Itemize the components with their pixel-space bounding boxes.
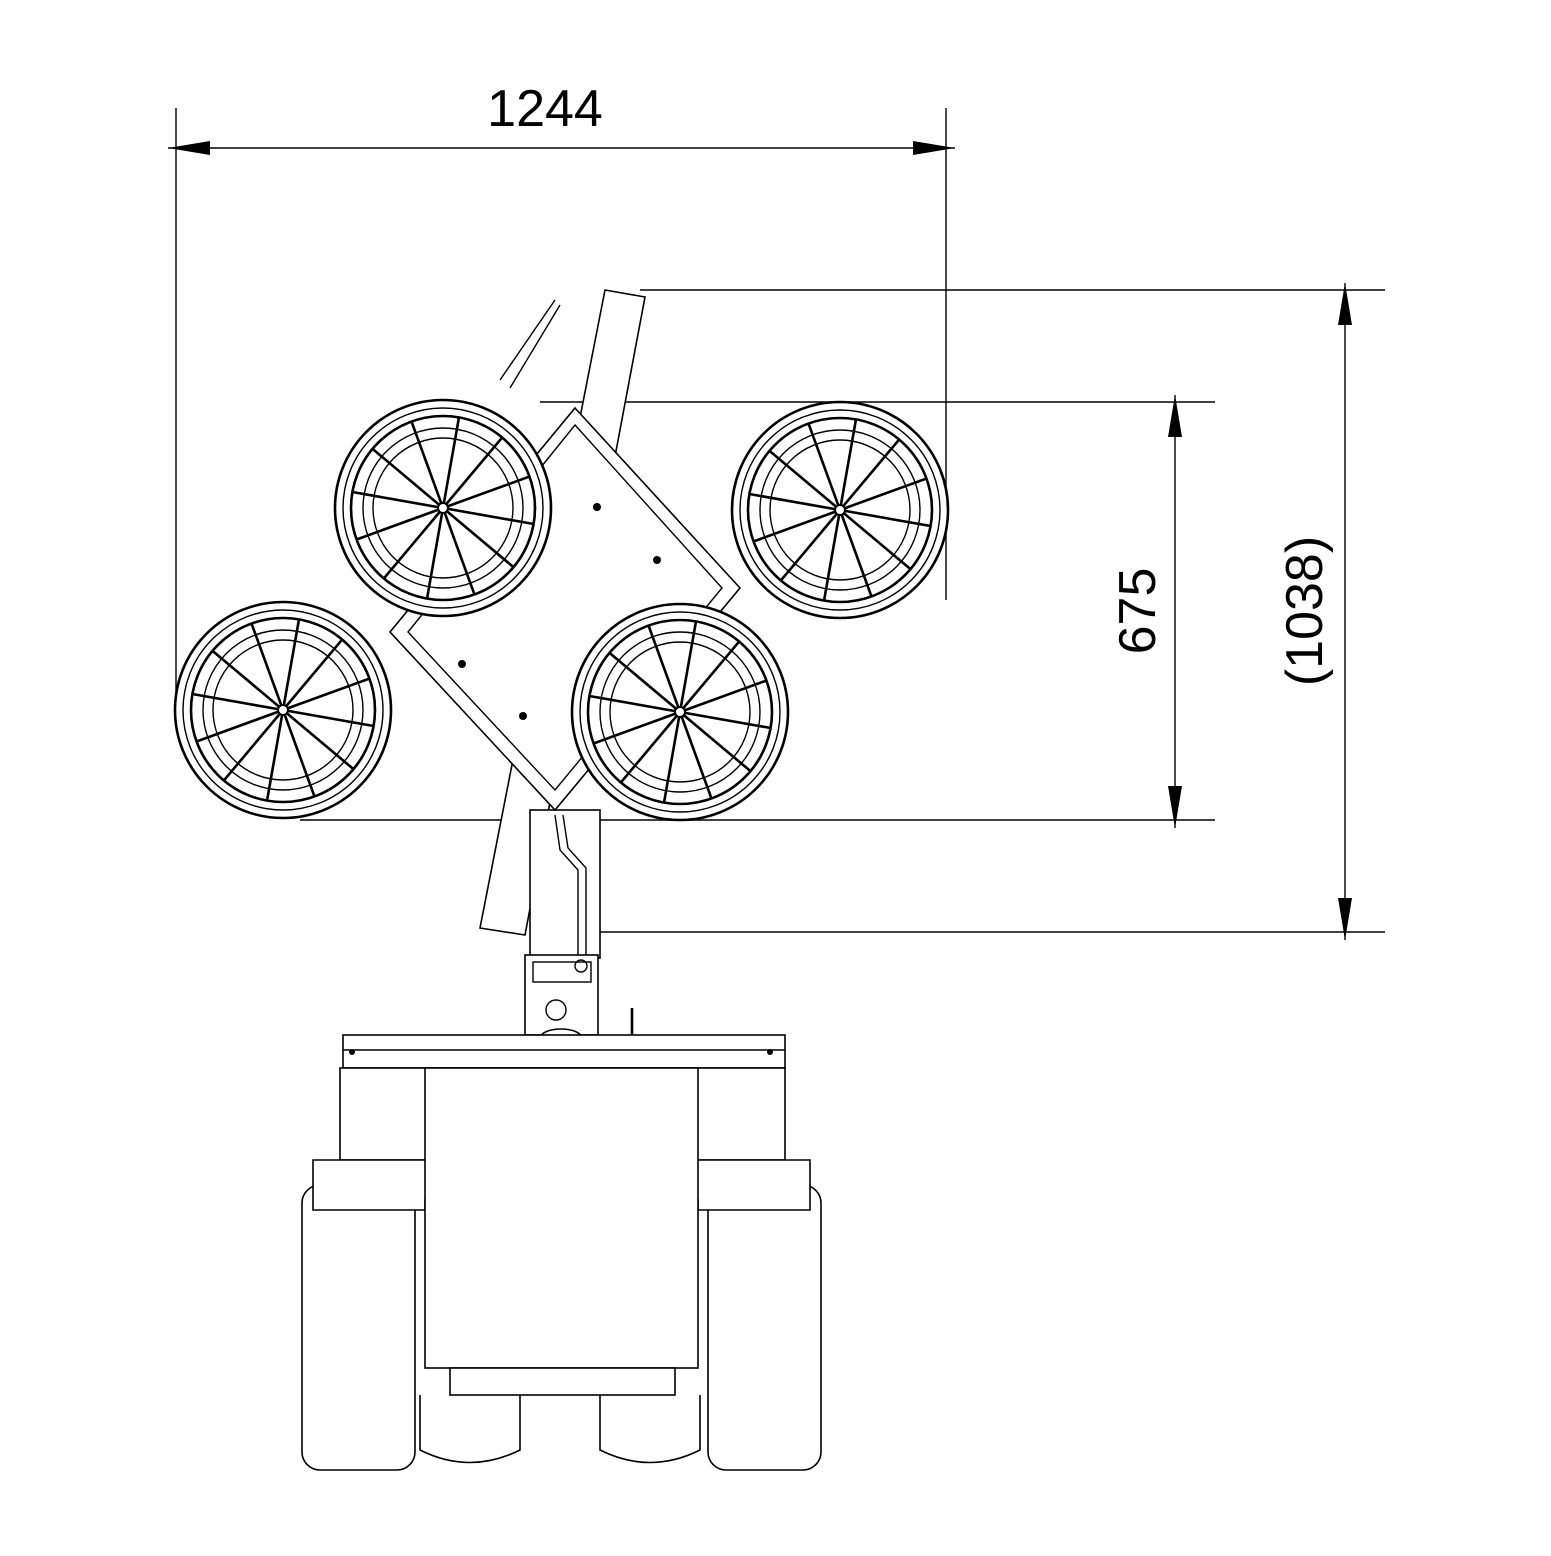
generator-housing (424, 1067, 699, 1369)
mast-column (529, 809, 601, 960)
dimension-width: 1244 (168, 80, 955, 700)
floodlight (730, 400, 950, 620)
dimension-overall-height: (1038) (530, 283, 1385, 940)
floodlight (570, 602, 790, 822)
right-tyre (707, 1184, 822, 1471)
lamp-mounting-plate (388, 406, 742, 812)
floodlight (173, 600, 393, 820)
left-tyre (301, 1184, 416, 1471)
dimension-label-overall-height: (1038) (1276, 536, 1334, 686)
floodlight-group (173, 398, 950, 822)
mast-head (524, 954, 634, 1046)
arrow-down-icon (1168, 786, 1182, 828)
floodlight (333, 398, 553, 618)
dimension-lamp-height: 675 (300, 395, 1215, 828)
arrow-right-icon (913, 141, 955, 155)
dimension-label-width: 1244 (487, 80, 603, 138)
arrow-left-icon (168, 141, 210, 155)
trailer-base (301, 1034, 822, 1471)
dimension-label-lamp-height: 675 (1109, 568, 1167, 655)
arrow-down-icon (1338, 898, 1352, 940)
arrow-up-icon (1338, 283, 1352, 325)
arrow-up-icon (1168, 395, 1182, 437)
